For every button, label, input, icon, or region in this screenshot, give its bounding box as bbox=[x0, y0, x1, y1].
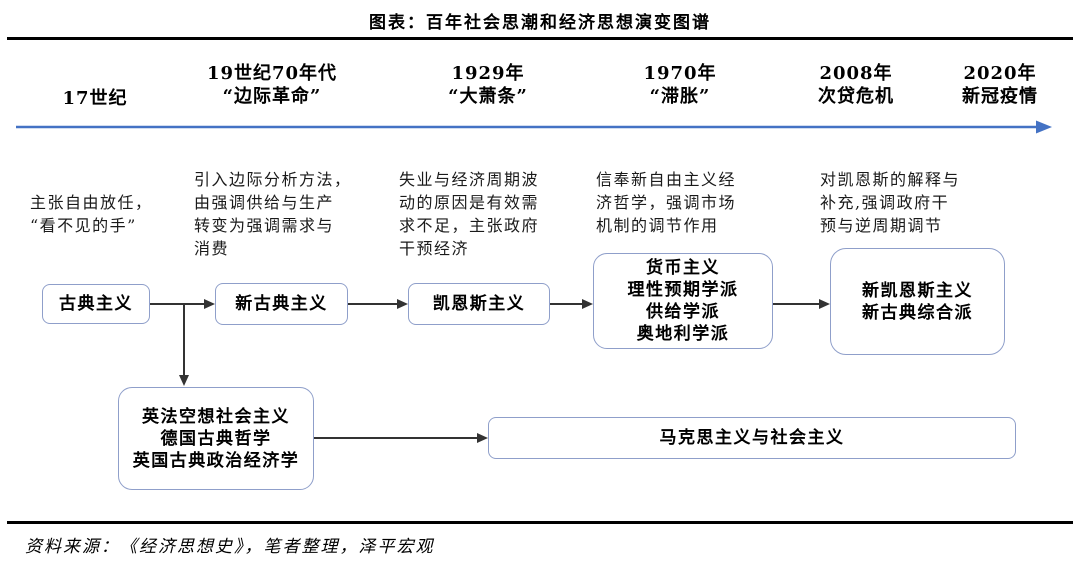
timeline-era-stagflation: 1970年 “滞胀” bbox=[643, 63, 717, 107]
timeline-era-17th-century: 17世纪 bbox=[62, 88, 128, 109]
node-keynesianism: 凯恩斯主义 bbox=[408, 283, 550, 325]
node-marxism-socialism: 马克思主义与社会主义 bbox=[488, 417, 1016, 459]
node-new-keynesianism: 新凯恩斯主义 新古典综合派 bbox=[830, 248, 1005, 355]
arrow-monetarism-to-new-keynesian bbox=[773, 299, 830, 309]
page-title: 图表：百年社会思潮和经济思想演变图谱 bbox=[369, 13, 711, 33]
timeline-era-marginal-revolution: 19世纪70年代 “边际革命” bbox=[206, 63, 338, 107]
source-note: 资料来源：《经济思想史》，笔者整理，泽平宏观 bbox=[25, 537, 435, 557]
node-monetarism-schools: 货币主义 理性预期学派 供给学派 奥地利学派 bbox=[593, 253, 773, 349]
arrow-keynesian-to-monetarism bbox=[550, 299, 593, 309]
bottom-divider bbox=[7, 521, 1073, 524]
era-description-new-keynesian: 对凯恩斯的解释与 补充,强调政府干 预与逆周期调节 bbox=[820, 170, 961, 235]
timeline-era-great-depression: 1929年 “大萧条” bbox=[448, 63, 528, 107]
timeline-era-covid: 2020年 新冠疫情 bbox=[962, 63, 1038, 107]
node-classicism: 古典主义 bbox=[42, 284, 150, 324]
arrow-socialism-to-marxism bbox=[314, 433, 488, 443]
top-divider bbox=[7, 37, 1073, 40]
arrow-branch-down-to-socialism bbox=[179, 304, 189, 386]
timeline-arrow bbox=[16, 120, 1052, 134]
era-description-classical: 主张自由放任， “看不见的手” bbox=[30, 193, 153, 235]
era-description-neoclassical: 引入边际分析方法， 由强调供给与生产 转变为强调需求与 消费 bbox=[194, 170, 352, 258]
era-description-keynesian: 失业与经济周期波 动的原因是有效需 求不足，主张政府 干预经济 bbox=[399, 170, 540, 258]
arrow-classical-to-neoclassical bbox=[150, 299, 215, 309]
arrow-neoclassical-to-keynesian bbox=[348, 299, 408, 309]
era-description-neoliberal: 信奉新自由主义经 济哲学，强调市场 机制的调节作用 bbox=[596, 170, 737, 235]
node-socialism-origins: 英法空想社会主义 德国古典哲学 英国古典政治经济学 bbox=[118, 387, 314, 490]
timeline-era-subprime-crisis: 2008年 次贷危机 bbox=[818, 63, 894, 107]
node-neoclassicism: 新古典主义 bbox=[215, 283, 348, 325]
